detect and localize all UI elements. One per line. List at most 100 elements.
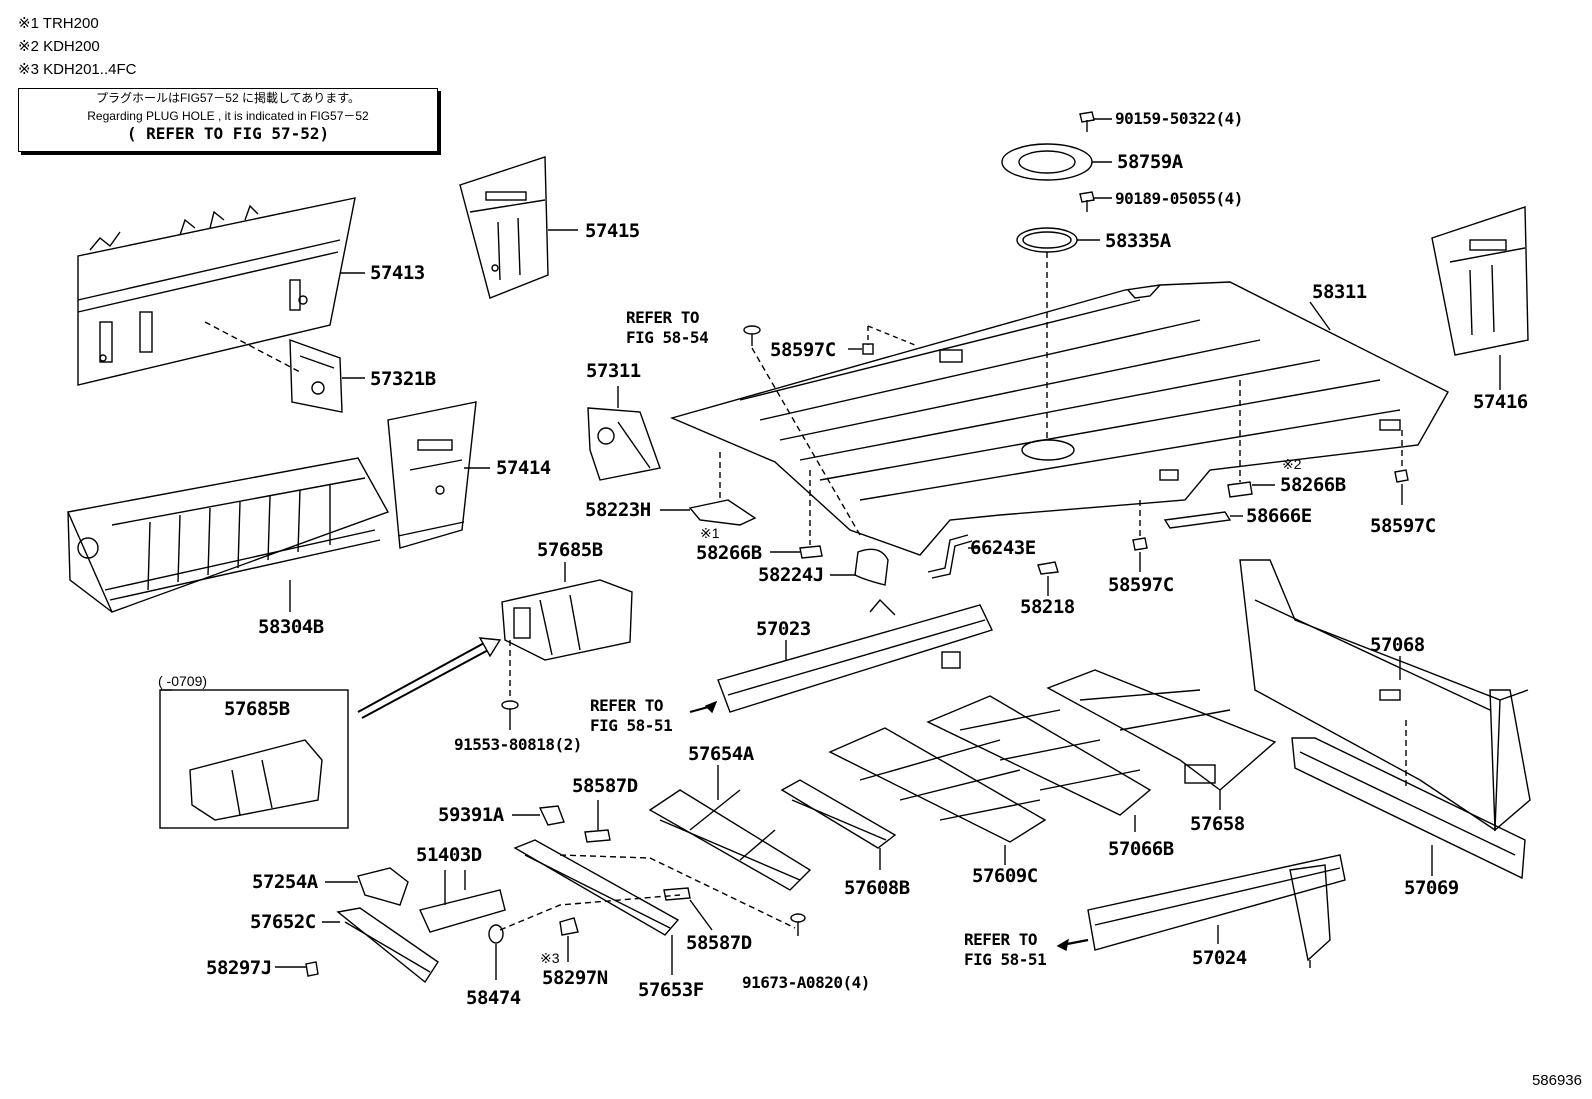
part-label-58223H[interactable]: 58223H xyxy=(585,499,651,521)
part-label-57024[interactable]: 57024 xyxy=(1192,947,1247,969)
part-label-57414[interactable]: 57414 xyxy=(496,457,551,479)
refer-fig-58-51-a[interactable]: REFER TO xyxy=(590,696,664,715)
part-label-57254A[interactable]: 57254A xyxy=(252,871,318,893)
part-label-58224J[interactable]: 58224J xyxy=(758,564,824,586)
part-label-58297N[interactable]: 58297N xyxy=(542,967,608,989)
part-58759A-drawing xyxy=(1001,143,1093,181)
part-label-57685B-b[interactable]: 57685B xyxy=(224,698,290,720)
part-label-57321B[interactable]: 57321B xyxy=(370,368,436,390)
part-label-90159-50322[interactable]: 90159-50322(4) xyxy=(1115,109,1243,128)
part-label-58759A[interactable]: 58759A xyxy=(1117,151,1183,173)
part-57416-drawing xyxy=(1431,206,1529,356)
part-57413-drawing xyxy=(77,197,356,386)
part-57608B-drawing xyxy=(780,779,897,849)
marker-2: ※2 xyxy=(1282,456,1302,472)
note-1: ※1 TRH200 xyxy=(18,15,99,32)
figure-code: 586936 xyxy=(1531,1072,1582,1089)
part-label-58335A[interactable]: 58335A xyxy=(1105,230,1171,252)
part-58587D-a-drawing xyxy=(584,829,611,843)
part-label-57653F[interactable]: 57653F xyxy=(638,979,704,1001)
part-58597C-c-drawing xyxy=(1394,469,1409,483)
part-91673-drawing xyxy=(790,913,806,936)
part-label-58266B-a[interactable]: 58266B xyxy=(696,542,762,564)
refer-fig-58-54-a[interactable]: REFER TO xyxy=(626,308,700,327)
part-label-51403D[interactable]: 51403D xyxy=(416,844,482,866)
part-58218-drawing xyxy=(1037,561,1059,575)
part-label-58666E[interactable]: 58666E xyxy=(1246,505,1312,527)
note-2: ※2 KDH200 xyxy=(18,38,100,55)
part-label-58587D-b[interactable]: 58587D xyxy=(686,932,752,954)
part-58311-drawing xyxy=(669,281,1449,556)
part-label-66243E[interactable]: 66243E xyxy=(970,537,1036,559)
part-label-91673-A0820[interactable]: 91673-A0820(4) xyxy=(742,973,870,992)
part-label-57069[interactable]: 57069 xyxy=(1404,877,1459,899)
plug-hole-notice: プラグホールはFIG57－52 に掲載してあります。 Regarding PLU… xyxy=(18,88,438,152)
part-59391A-drawing xyxy=(538,805,565,826)
part-label-57023[interactable]: 57023 xyxy=(756,618,811,640)
part-label-57068[interactable]: 57068 xyxy=(1370,634,1425,656)
part-66243E-drawing xyxy=(927,534,973,579)
notice-en: Regarding PLUG HOLE , it is indicated in… xyxy=(87,109,369,123)
part-label-57416[interactable]: 57416 xyxy=(1473,391,1528,413)
part-57023-drawing xyxy=(717,598,993,713)
part-57414-drawing xyxy=(387,401,477,549)
part-57415-drawing xyxy=(459,156,549,299)
part-57654A-drawing xyxy=(648,789,812,891)
part-label-57066B[interactable]: 57066B xyxy=(1108,838,1174,860)
part-label-59391A[interactable]: 59391A xyxy=(438,804,504,826)
part-57321B-drawing xyxy=(289,338,343,413)
part-label-58587D-a[interactable]: 58587D xyxy=(572,775,638,797)
part-57685B-drawing xyxy=(501,579,633,661)
part-label-58311[interactable]: 58311 xyxy=(1312,281,1367,303)
part-58297N-drawing xyxy=(559,917,579,936)
part-57069-drawing xyxy=(1291,689,1531,880)
part-label-57413[interactable]: 57413 xyxy=(370,262,425,284)
refer-fig-58-51-c[interactable]: REFER TO xyxy=(964,930,1038,949)
part-57658-drawing xyxy=(1046,669,1277,791)
part-58266B-a-drawing xyxy=(799,545,823,559)
part-58587D-b-drawing xyxy=(663,887,691,901)
part-bolt-fig5854 xyxy=(743,325,761,346)
part-label-58218[interactable]: 58218 xyxy=(1020,596,1075,618)
part-90159-drawing xyxy=(1079,111,1095,132)
part-57311-drawing xyxy=(587,407,661,481)
part-58666E-drawing xyxy=(1163,511,1232,529)
part-57254A-drawing xyxy=(357,867,409,906)
part-label-58597C-a[interactable]: 58597C xyxy=(770,339,836,361)
part-58297J-drawing xyxy=(305,961,319,977)
part-label-57415[interactable]: 57415 xyxy=(585,220,640,242)
part-label-58304B[interactable]: 58304B xyxy=(258,616,324,638)
part-label-57654A[interactable]: 57654A xyxy=(688,743,754,765)
part-58224J-drawing xyxy=(854,548,889,586)
part-label-57685B-a[interactable]: 57685B xyxy=(537,539,603,561)
part-label-57311[interactable]: 57311 xyxy=(586,360,641,382)
part-label-57652C[interactable]: 57652C xyxy=(250,911,316,933)
part-57653F-drawing xyxy=(513,839,680,936)
part-58474-drawing xyxy=(488,924,504,944)
part-58266B-b-drawing xyxy=(1227,481,1253,498)
refer-fig-58-51-b[interactable]: FIG 58-51 xyxy=(590,716,673,735)
note-3: ※3 KDH201..4FC xyxy=(18,61,137,78)
part-51403D-drawing xyxy=(419,870,506,933)
part-57024-drawing xyxy=(1087,854,1346,968)
part-label-57609C[interactable]: 57609C xyxy=(972,865,1038,887)
part-label-91553-80818[interactable]: 91553-80818(2) xyxy=(454,735,582,754)
part-label-58597C-b[interactable]: 58597C xyxy=(1108,574,1174,596)
part-57066B-drawing xyxy=(926,695,1152,816)
notice-ref: ( REFER TO FIG 57-52) xyxy=(126,124,330,143)
marker-1: ※1 xyxy=(700,525,720,541)
part-label-57658[interactable]: 57658 xyxy=(1190,813,1245,835)
part-label-90189-05055[interactable]: 90189-05055(4) xyxy=(1115,189,1243,208)
part-label-57608B[interactable]: 57608B xyxy=(844,877,910,899)
part-90189-drawing xyxy=(1079,191,1095,212)
refer-fig-58-54-b[interactable]: FIG 58-54 xyxy=(626,328,709,347)
part-fastener-58597C-a xyxy=(862,343,874,355)
part-label-58266B-b[interactable]: 58266B xyxy=(1280,474,1346,496)
part-label-58474[interactable]: 58474 xyxy=(466,987,521,1009)
refer-fig-58-51-d[interactable]: FIG 58-51 xyxy=(964,950,1047,969)
part-58597C-b-drawing xyxy=(1132,537,1148,551)
part-label-58597C-c[interactable]: 58597C xyxy=(1370,515,1436,537)
part-label-58297J[interactable]: 58297J xyxy=(206,957,272,979)
